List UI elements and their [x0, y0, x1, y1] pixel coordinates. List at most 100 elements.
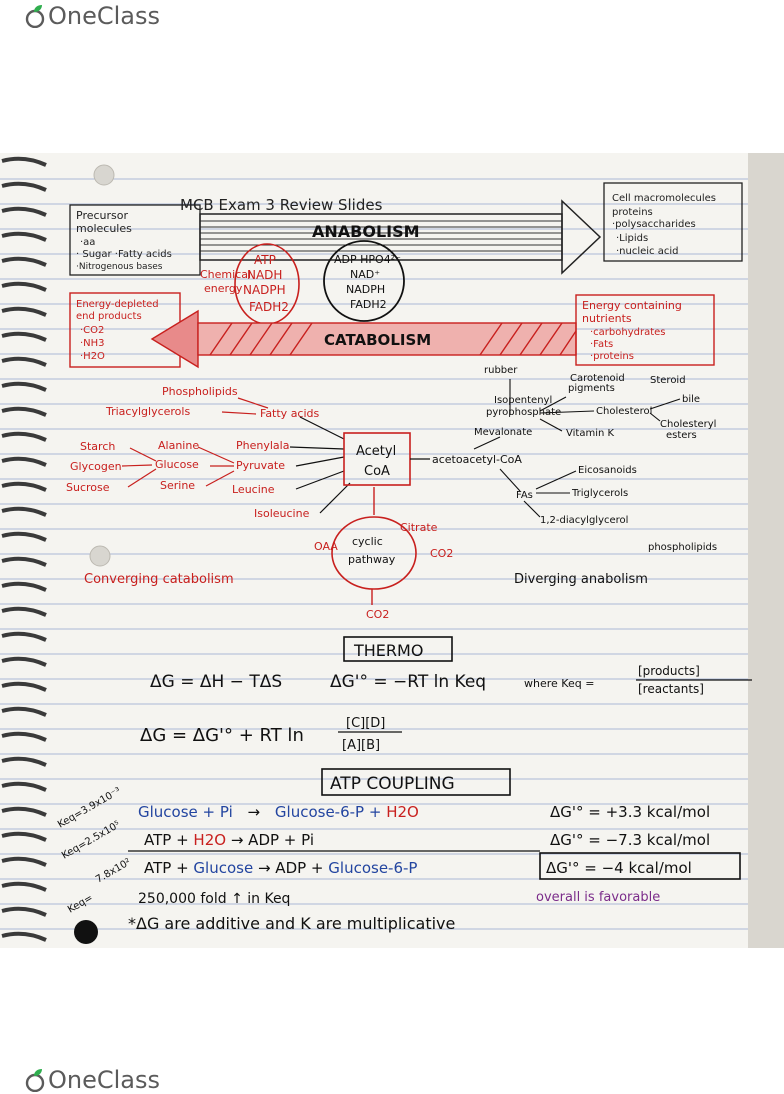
equation-gibbs: ΔG = ΔH − TΔS [150, 672, 282, 692]
converging-label: Converging catabolism [84, 572, 234, 587]
reaction-1: Glucose + Pi → Glucose-6-P + H2O [138, 803, 419, 821]
catabolic-arrows [121, 397, 269, 488]
svg-text:·proteins: ·proteins [590, 351, 634, 362]
svg-text:NAD⁺: NAD⁺ [350, 268, 380, 281]
svg-text:bile: bile [682, 394, 700, 405]
svg-text:FADH2: FADH2 [350, 298, 387, 311]
equation-standard: ΔG'° = −RT ln Keq [330, 672, 486, 692]
svg-text:Isoleucine: Isoleucine [254, 507, 310, 520]
fold-increase: 250,000 fold ↑ in Keq [138, 891, 290, 907]
svg-text:NADH: NADH [247, 268, 282, 282]
precursor-line: ·Nitrogenous bases [76, 262, 163, 272]
svg-text:Starch: Starch [80, 440, 115, 453]
delta-g-1: ΔG'° = +3.3 kcal/mol [550, 803, 710, 821]
precursor-line: · Sugar ·Fatty acids [76, 249, 172, 260]
svg-text:Cholesterol: Cholesterol [596, 406, 652, 417]
cyclic-pathway [331, 516, 417, 590]
svg-text:end products: end products [76, 311, 142, 322]
anabolic-arrows [473, 379, 681, 518]
punch-hole [74, 920, 98, 944]
svg-text:Leucine: Leucine [232, 483, 275, 496]
svg-text:OAA: OAA [314, 540, 338, 553]
svg-text:[reactants]: [reactants] [638, 682, 704, 696]
leaf-icon [25, 1069, 45, 1092]
notebook-page: MCB Exam 3 Review Slides ANABOLISM Precu… [0, 153, 784, 948]
svg-text:pyrophosphate: pyrophosphate [486, 407, 561, 418]
svg-text:acetoacetyl-CoA: acetoacetyl-CoA [432, 453, 522, 466]
oneclass-logo-bottom: OneClass [24, 1066, 160, 1094]
svg-text:Triacylglycerols: Triacylglycerols [105, 405, 190, 418]
svg-text:·CO2: ·CO2 [80, 325, 104, 336]
svg-text:·NH3: ·NH3 [80, 338, 105, 349]
svg-text:[products]: [products] [638, 664, 700, 678]
svg-text:NADPH: NADPH [346, 283, 385, 296]
macro-line: ·polysaccharides [612, 219, 696, 230]
precursor-line: molecules [76, 222, 132, 235]
macro-line: ·Lipids [616, 233, 648, 244]
precursor-line: Precursor [76, 209, 128, 222]
svg-text:Triglycerols: Triglycerols [571, 488, 628, 499]
macro-line: ·nucleic acid [616, 246, 679, 257]
svg-text:Mevalonate: Mevalonate [474, 427, 532, 438]
svg-text:[A][B]: [A][B] [342, 738, 380, 753]
macro-line: Cell macromolecules [612, 193, 716, 204]
spiral-binding [1, 156, 47, 942]
svg-text:phospholipids: phospholipids [648, 542, 717, 553]
anabolic-pathways: rubber Isopentenyl pyrophosphate Caroten… [474, 365, 717, 553]
notes-title: MCB Exam 3 Review Slides [180, 196, 383, 214]
brand-name: OneClass [48, 2, 161, 30]
svg-text:Serine: Serine [160, 479, 195, 492]
svg-text:Glycogen: Glycogen [70, 460, 122, 473]
svg-text:·H2O: ·H2O [80, 351, 105, 362]
svg-text:ATP: ATP [254, 253, 276, 267]
svg-text:where Keq =: where Keq = [524, 677, 594, 690]
svg-text:rubber: rubber [484, 365, 518, 376]
svg-text:Steroid: Steroid [650, 375, 686, 386]
thermo-box [343, 636, 453, 662]
catabolic-pathways: Phospholipids Triacylglycerols Fatty aci… [66, 385, 320, 520]
svg-text:esters: esters [666, 430, 697, 441]
svg-text:Eicosanoids: Eicosanoids [578, 465, 637, 476]
svg-text:CO2: CO2 [366, 608, 389, 621]
svg-text:nutrients: nutrients [582, 312, 632, 325]
macro-line: proteins [612, 207, 653, 218]
catabolism-label: CATABOLISM [324, 331, 431, 349]
chemical-energy: Chemical [200, 268, 251, 281]
svg-text:Fatty acids: Fatty acids [260, 407, 320, 420]
delta-g-2: ΔG'° = −7.3 kcal/mol [550, 831, 710, 849]
punch-hole [93, 164, 115, 186]
svg-text:Energy containing: Energy containing [582, 299, 682, 312]
atp-coupling-box [321, 768, 511, 796]
svg-text:Vitamin K: Vitamin K [566, 428, 614, 439]
svg-text:Phospholipids: Phospholipids [162, 385, 238, 398]
atp-coupling-title: ATP COUPLING [330, 774, 455, 794]
svg-text:·carbohydrates: ·carbohydrates [590, 327, 666, 338]
svg-text:NADPH: NADPH [243, 283, 286, 297]
svg-text:ADP HPO4²⁻: ADP HPO4²⁻ [334, 253, 401, 266]
svg-text:CO2: CO2 [430, 547, 453, 560]
svg-text:cyclic: cyclic [352, 535, 383, 548]
delta-g-3: ΔG'° = −4 kcal/mol [546, 859, 692, 877]
to-acetyl-arrows [289, 416, 351, 514]
additive-note: *ΔG are additive and K are multiplicativ… [128, 914, 455, 933]
equation-actual: ΔG = ΔG'° + RT ln [140, 725, 304, 746]
precursor-line: ·aa [80, 237, 95, 248]
svg-text:pathway: pathway [348, 553, 396, 566]
overall-favorable: overall is favorable [536, 890, 660, 905]
notebook-photo: MCB Exam 3 Review Slides ANABOLISM Precu… [0, 153, 784, 948]
leaf-icon [25, 5, 45, 28]
svg-text:Glucose: Glucose [155, 458, 199, 471]
thermo-title: THERMO [353, 641, 423, 660]
black-carrier-oval [323, 240, 405, 322]
diverging-label: Diverging anabolism [514, 572, 648, 587]
svg-text:Citrate: Citrate [400, 521, 438, 534]
svg-text:Sucrose: Sucrose [66, 481, 110, 494]
svg-text:Acetyl: Acetyl [356, 444, 396, 459]
reaction-2: ATP + H2O → ADP + Pi [144, 831, 314, 849]
anabolism-label: ANABOLISM [312, 222, 420, 241]
energy-containing-box [575, 294, 715, 366]
svg-text:Cholesteryl: Cholesteryl [660, 419, 716, 430]
svg-text:1,2-diacylglycerol: 1,2-diacylglycerol [540, 515, 628, 526]
svg-text:[C][D]: [C][D] [346, 716, 385, 731]
brand-name: OneClass [48, 1066, 161, 1094]
